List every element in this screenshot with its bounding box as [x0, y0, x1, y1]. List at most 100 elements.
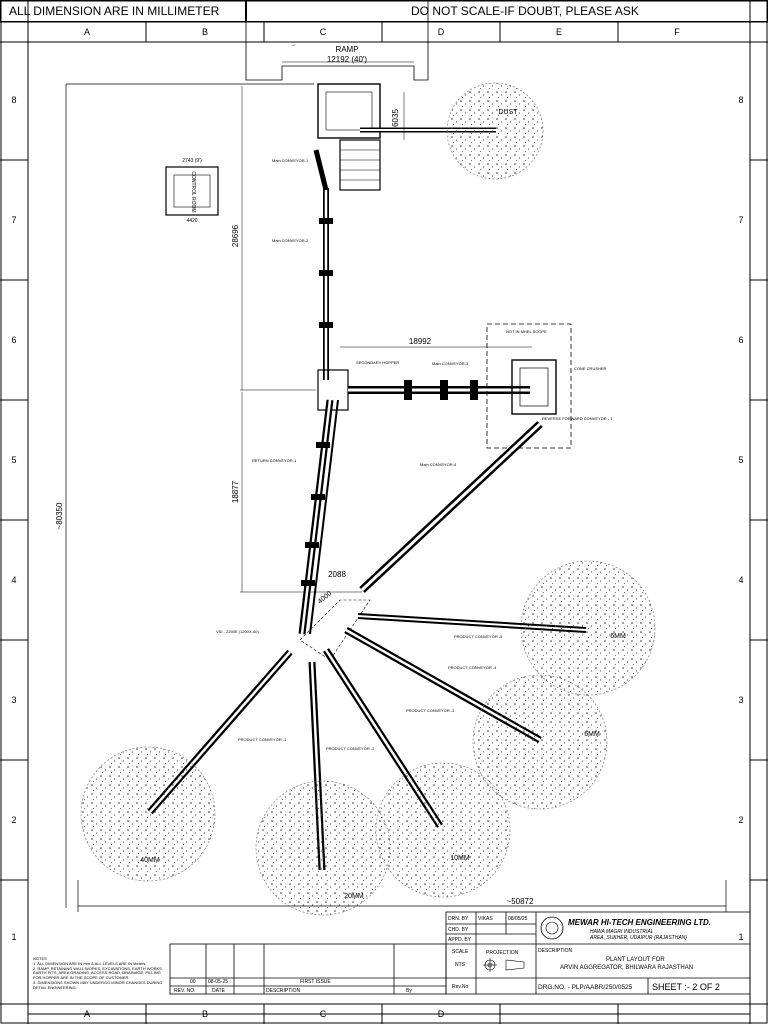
- dim-50872: ~50872: [507, 897, 534, 906]
- col-label-a: A: [84, 27, 90, 37]
- main-conveyor-2-label: Main CONVEYOR-2: [272, 238, 309, 243]
- notes-title: NOTES: [33, 956, 47, 961]
- row-label-1-right: 1: [738, 932, 743, 942]
- vsi-hub: [299, 599, 371, 661]
- col-label-c: C: [320, 27, 327, 37]
- conveyor-1-supports: [319, 218, 333, 328]
- scale-value: NTS: [455, 962, 466, 968]
- by-column-header: By: [406, 988, 412, 994]
- row-ticks: [0, 159, 768, 881]
- company-logo: [540, 916, 564, 940]
- row-label-1: 1: [11, 932, 16, 942]
- reverse-conveyor-label: REVERSE FORWARD CONVEYOR - 1: [542, 416, 613, 421]
- dim-18992: 18992: [409, 337, 432, 346]
- stockpile-40mm-label: 40MM: [140, 857, 160, 864]
- ramp-label: RAMP: [335, 45, 358, 54]
- col-label-d-bottom: D: [438, 1009, 445, 1019]
- return-conveyor-label: RETURN CONVEYOR-1: [252, 458, 297, 463]
- stockpile-6mm-b: [472, 674, 608, 810]
- cone-crusher-label: CONE CRUSHER: [574, 366, 607, 371]
- product-conveyor-4-label: PRODUCT CONVEYOR -4: [448, 665, 497, 670]
- date-column-header: DATE: [212, 988, 226, 994]
- product-conveyor-3-label: PRODUCT CONVEYOR -3: [406, 708, 455, 713]
- ramp-outline: [245, 1, 429, 81]
- description-header: DESCRIPTION: [538, 948, 573, 954]
- col-label-a-bottom: A: [84, 1009, 90, 1019]
- note-2: 2. RAMP, RETAINING WALL WORKS, EXCAVATIO…: [33, 965, 163, 981]
- drn-date: 08/05/25: [508, 916, 528, 922]
- stockpile-6mm-label: 6MM: [610, 633, 626, 640]
- row-label-2: 2: [11, 815, 16, 825]
- product-conveyor-5-label: PRODUCT CONVEYOR -5: [454, 634, 503, 639]
- dim-18877: 18877: [231, 480, 240, 503]
- col-label-c-bottom: C: [320, 1009, 327, 1019]
- drn-name: VIKAS: [478, 916, 493, 922]
- primary-screen: [339, 139, 381, 191]
- row-label-3-right: 3: [738, 695, 743, 705]
- projection-symbol-icon: [483, 958, 525, 972]
- row-label-2-right: 2: [738, 815, 743, 825]
- control-room-label: CONTROL ROOM: [190, 171, 196, 212]
- dim-28696: 28696: [231, 224, 240, 247]
- notes-box: NOTES 1. ALL DIMENSION ARE IN mm & ALL L…: [30, 956, 170, 994]
- company-address-1: HAWA MAGRI INDUSTRIAL: [590, 929, 654, 935]
- secondary-hopper-label: SECONDARY HOPPER: [356, 360, 399, 365]
- primary-hopper: [317, 83, 381, 139]
- dust-pile: [446, 82, 544, 180]
- scale-note: DO NOT SCALE-IF DOUBT, PLEASE ASK: [411, 4, 639, 18]
- drn-by-label: DRN. BY: [448, 916, 469, 922]
- drawing-number: DRG.NO. - PLP/AABR/250/0525: [538, 984, 633, 991]
- dust-label: DUST: [498, 109, 518, 116]
- return-conveyor-supports: [301, 442, 330, 586]
- control-room-width: 4420: [186, 218, 197, 224]
- dim-6035: 6035: [391, 109, 400, 127]
- col-label-d: D: [438, 27, 445, 37]
- scale-label: SCALE: [452, 949, 469, 955]
- sheet-number: SHEET :- 2 OF 2: [652, 982, 720, 992]
- column-ticks: [145, 22, 619, 1024]
- rev-no-label: Rev.No: [452, 984, 469, 990]
- revision-number: 00: [190, 979, 196, 985]
- col-label-e: E: [556, 27, 562, 37]
- stockpile-6mm-b-label: 6MM: [584, 731, 600, 738]
- stockpile-10mm: [375, 762, 511, 898]
- col-label-f: F: [674, 27, 680, 37]
- row-label-6: 6: [11, 335, 16, 345]
- row-label-5: 5: [11, 455, 16, 465]
- ramp-dimension: 12192 (40'): [327, 55, 368, 64]
- rev-column-header: REV. NO.: [174, 988, 196, 994]
- not-in-scope-label: NOT IN MHEL SCOPE: [506, 329, 547, 334]
- not-in-scope-box: [486, 323, 572, 449]
- control-room-dim: 2743 (9'): [182, 158, 202, 164]
- vsi-label: VSI - 2250E (1200X-40): [216, 629, 259, 634]
- company-name: MEWAR HI-TECH ENGINEERING LTD.: [568, 918, 711, 927]
- note-1: 1. ALL DIMENSION ARE IN mm & ALL LEVELS …: [33, 960, 147, 966]
- dim-80350: ~80350: [55, 502, 64, 529]
- row-label-8-right: 8: [738, 95, 743, 105]
- direction-mark: →: [290, 42, 296, 48]
- title-block-grid: [169, 911, 751, 995]
- row-label-6-right: 6: [738, 335, 743, 345]
- cone-crusher: [511, 359, 557, 415]
- revision-description: FIRST ISSUE: [300, 979, 331, 985]
- conveyor-3-supports: [404, 380, 478, 400]
- revision-date: 08-05-25: [208, 979, 228, 985]
- stockpile-6mm: [520, 560, 656, 696]
- row-label-5-right: 5: [738, 455, 743, 465]
- projection-label: PROJECTION: [486, 950, 519, 956]
- description-column-header: DESCRIPTION: [266, 988, 301, 994]
- col-label-b: B: [202, 27, 208, 37]
- col-label-b-bottom: B: [202, 1009, 208, 1019]
- row-label-7-right: 7: [738, 215, 743, 225]
- description-line-2: ARVIN AGGREGATOR, BHILWARA RAJASTHAN: [560, 965, 693, 971]
- product-conveyor-1-label: PRODUCT CONVEYOR -1: [238, 737, 287, 742]
- row-label-4-right: 4: [738, 575, 743, 585]
- description-line-1: PLANT LAYOUT FOR: [606, 957, 665, 963]
- main-conveyor-1-label: Main CONVEYOR-1: [272, 158, 309, 163]
- dim-4000: 4000: [317, 590, 334, 605]
- product-conveyor-2-label: PRODUCT CONVEYOR -2: [326, 746, 375, 751]
- stockpile-20mm: [255, 780, 391, 916]
- stockpile-40mm: [80, 746, 216, 882]
